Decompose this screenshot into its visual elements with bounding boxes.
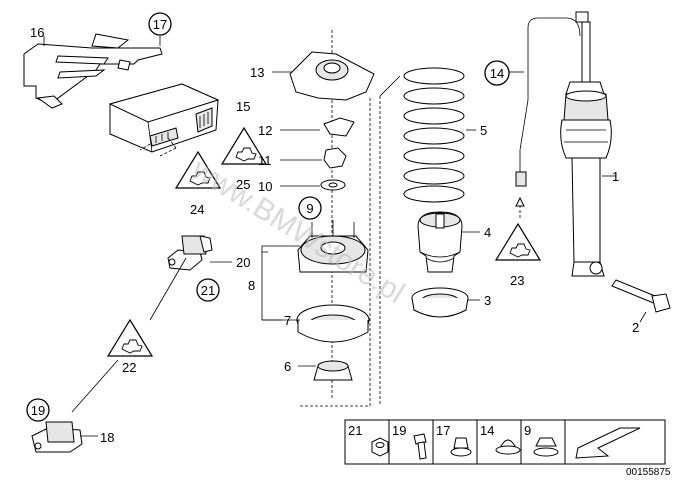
callout-17-text: 17 (153, 17, 167, 32)
label-5: 5 (480, 123, 487, 138)
legend-label-21: 21 (348, 423, 362, 438)
label-25: 25 (236, 177, 250, 192)
label-8: 8 (248, 278, 255, 293)
warning-triangle-23 (494, 222, 542, 261)
callout-9: 9 (298, 196, 322, 220)
legend-label-17: 17 (436, 423, 450, 438)
direction-arrow-icon (575, 427, 641, 459)
legend-strip: 21 19 17 14 9 (344, 419, 666, 465)
callout-21-text: 21 (201, 283, 215, 298)
control-unit-15-drawing (108, 83, 220, 157)
label-18: 18 (100, 430, 114, 445)
label-20: 20 (236, 255, 250, 270)
callout-19-text: 19 (31, 403, 45, 418)
callout-19: 19 (26, 398, 50, 422)
legend-label-9: 9 (524, 423, 531, 438)
callout-9-text: 9 (306, 201, 313, 216)
callout-17: 17 (148, 12, 172, 36)
spring-5-drawing (379, 67, 476, 203)
bracket-16-drawing (23, 33, 163, 109)
cable-14-drawing (508, 11, 589, 218)
diagram-id: 00155875 (626, 467, 671, 478)
label-1: 1 (612, 169, 619, 184)
label-3: 3 (484, 293, 491, 308)
legend-cell-14 (476, 419, 522, 465)
collar-nut-icon (535, 437, 557, 447)
shock-absorber-1-drawing (560, 21, 616, 277)
label-7: 7 (284, 313, 291, 328)
legend-label-19: 19 (392, 423, 406, 438)
label-11: 11 (258, 153, 272, 168)
callout-14: 14 (484, 60, 510, 86)
label-22: 22 (122, 360, 136, 375)
watermark: www.BMWstore.pl (185, 152, 410, 309)
label-4: 4 (484, 225, 491, 240)
label-6: 6 (284, 359, 291, 374)
callout-14-text: 14 (490, 66, 504, 81)
bolt-icon (413, 433, 427, 445)
strut-column-drawing (261, 30, 375, 407)
warning-triangle-22 (106, 318, 154, 357)
warning-triangle-25 (220, 126, 268, 165)
callout-21: 21 (196, 278, 220, 302)
bump-stop-4-drawing (417, 211, 480, 273)
label-12: 12 (258, 123, 272, 138)
label-10: 10 (258, 179, 272, 194)
spring-seat-3-drawing (379, 96, 480, 404)
flange-nut-icon (453, 437, 469, 449)
holder-18-drawing (31, 421, 98, 453)
label-16: 16 (30, 25, 44, 40)
label-24: 24 (190, 202, 204, 217)
sensor-20-drawing (71, 235, 232, 413)
bolt-2-drawing (611, 279, 671, 323)
label-13: 13 (250, 65, 264, 80)
legend-label-14: 14 (480, 423, 494, 438)
label-23: 23 (510, 273, 524, 288)
label-2: 2 (632, 320, 639, 335)
warning-triangle-24 (174, 150, 222, 189)
label-15: 15 (236, 99, 250, 114)
